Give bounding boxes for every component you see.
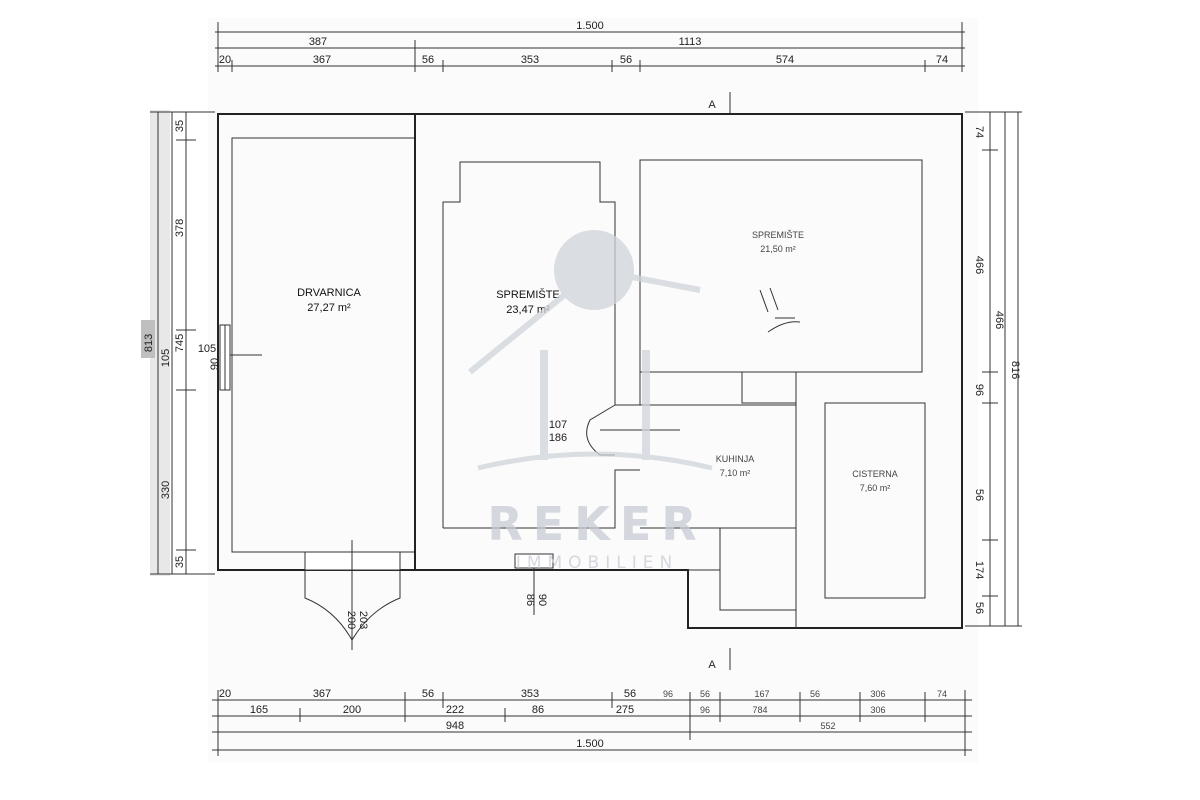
dim-top-a: 387 [309, 36, 327, 48]
vent-height: 90 [536, 594, 548, 606]
room-spremiste1-name: SPREMIŠTE [496, 288, 560, 301]
room-spremiste2-area: 21,50 m² [760, 244, 796, 254]
svg-text:A: A [708, 659, 716, 671]
interior-door: 107 186 [549, 404, 680, 456]
dim-bottom-r1-3: 353 [521, 688, 539, 700]
right-dimensions: 816 74 466 96 56 174 56 466 [965, 111, 1022, 627]
stair-marks [759, 287, 801, 333]
dim-right-s6: 56 [973, 602, 985, 614]
dim-bottom-r2-0: 165 [250, 704, 268, 716]
vent-width: 86 [524, 594, 536, 606]
dim-bottom-r2-4: 275 [616, 704, 634, 716]
dim-top-r3-6: 74 [936, 54, 948, 66]
room-kuhinja-name: KUHINJA [716, 454, 755, 464]
room-cisterna-name: CISTERNA [852, 469, 898, 479]
dim-left-outer: 813 [143, 334, 155, 352]
dim-top-b: 1113 [679, 36, 702, 48]
dim-top-r3-0: 20 [219, 54, 231, 66]
reker-watermark: REKER IMMOBILIEN [468, 230, 713, 573]
bottom-dimensions: 20 367 56 353 56 96 56 167 56 306 74 165… [212, 688, 972, 756]
top-dimensions: 1.500 387 1113 20 367 56 353 56 574 74 [215, 20, 965, 72]
window-height: 90 [209, 358, 221, 370]
dim-right-s3: 96 [973, 384, 985, 396]
dim-bottom-total: 1.500 [576, 738, 604, 750]
dim-bottom-r1-5: 96 [663, 689, 673, 699]
dim-bottom-r2-5: 96 [700, 705, 710, 715]
entry-door: 200 203 [304, 540, 401, 650]
room-drvarnica-area: 27,27 m² [307, 302, 351, 314]
dim-bottom-r1-1: 367 [313, 688, 331, 700]
dim-bottom-r3-0: 948 [446, 720, 464, 732]
room-spremiste2-name: SPREMIŠTE [752, 230, 804, 240]
room-drvarnica-name: DRVARNICA [297, 287, 361, 299]
svg-text:A: A [708, 99, 716, 111]
dim-bottom-r1-7: 167 [754, 689, 769, 699]
window-left: 105 90 [198, 324, 262, 391]
dim-bottom-r1-4: 56 [624, 688, 636, 700]
dim-right-s5: 174 [973, 561, 985, 579]
dim-left-s3: 105 [160, 349, 172, 367]
dim-right-s2b: 466 [993, 311, 1005, 329]
dim-left-mid: 745 [174, 334, 186, 352]
entry-height: 203 [357, 611, 369, 629]
door-height: 186 [549, 432, 567, 444]
dim-top-r3-4: 56 [620, 54, 632, 66]
dim-bottom-r1-9: 306 [870, 689, 885, 699]
dim-bottom-r1-6: 56 [700, 689, 710, 699]
dim-bottom-r2-7: 306 [870, 705, 885, 715]
left-dimensions: 813 745 35 378 105 330 35 [141, 110, 215, 576]
dim-right-s4: 56 [973, 489, 985, 501]
dim-bottom-r2-3: 86 [532, 704, 544, 716]
window-width: 105 [198, 343, 216, 355]
dim-left-s4: 330 [160, 481, 172, 499]
room-cisterna-area: 7,60 m² [860, 483, 891, 493]
dim-bottom-r1-10: 74 [937, 689, 947, 699]
watermark-sub: IMMOBILIEN [516, 553, 678, 573]
paper-scan [208, 18, 978, 763]
dim-top-r3-2: 56 [422, 54, 434, 66]
dim-bottom-r1-0: 20 [219, 688, 231, 700]
dim-right-outer: 816 [1009, 361, 1021, 379]
dim-left-s5: 35 [174, 556, 186, 568]
dim-right-s2: 466 [973, 256, 985, 274]
dim-bottom-r3-1: 552 [820, 721, 835, 731]
dim-top-r3-1: 367 [313, 54, 331, 66]
section-mark-top: A [708, 92, 731, 114]
section-mark-bottom: A [708, 648, 731, 671]
dim-top-r3-5: 574 [776, 54, 794, 66]
dim-left-s1: 35 [174, 120, 186, 132]
room-kuhinja-area: 7,10 m² [720, 468, 751, 478]
dim-bottom-r2-1: 200 [343, 704, 361, 716]
dim-bottom-r2-2: 222 [446, 704, 464, 716]
entry-width: 200 [345, 611, 357, 629]
door-width: 107 [549, 419, 567, 431]
dim-top-total: 1.500 [576, 20, 604, 32]
dim-bottom-r1-2: 56 [422, 688, 434, 700]
dim-top-r3-3: 353 [521, 54, 539, 66]
building-walls [217, 113, 963, 629]
dim-right-s1: 74 [973, 126, 985, 138]
dim-bottom-r1-8: 56 [810, 689, 820, 699]
vent-bottom: 86 90 [514, 553, 554, 615]
watermark-brand: REKER [487, 497, 706, 551]
dim-bottom-r2-6: 784 [752, 705, 767, 715]
dim-left-s2: 378 [174, 219, 186, 237]
